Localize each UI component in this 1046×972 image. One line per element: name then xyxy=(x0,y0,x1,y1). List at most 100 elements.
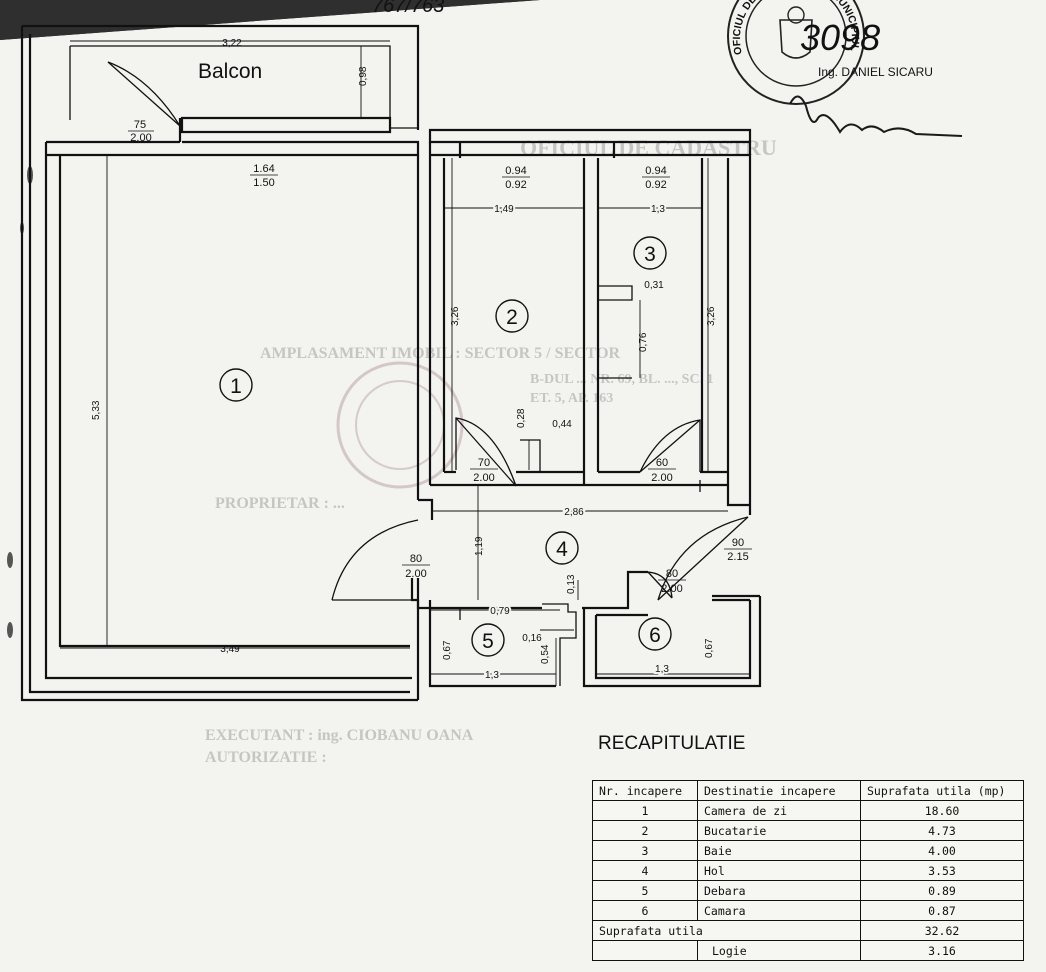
dimension-lines xyxy=(60,40,750,686)
doors xyxy=(107,61,749,601)
dim-kitchen-height: 3,26 xyxy=(450,306,461,326)
pantry-door-width: 80 xyxy=(666,568,678,580)
window-width: 1.64 xyxy=(253,163,274,175)
coat-of-arms-icon xyxy=(779,19,813,59)
room-3-marker: 3 xyxy=(633,236,667,270)
col-header-nr: Nr. incapere xyxy=(592,780,698,801)
desk-background xyxy=(0,0,540,40)
dim-pantry-height: 0,67 xyxy=(704,638,715,658)
total-label: Suprafata utila xyxy=(592,920,861,941)
loggia-row: Logie 3.16 xyxy=(592,940,1024,961)
dim-closet-step-a: 0,16 xyxy=(522,633,542,644)
cell-dest: Baie xyxy=(697,840,861,861)
room-4-marker: 4 xyxy=(545,531,579,565)
cell-dest: Camara xyxy=(697,900,861,921)
cell-nr: 3 xyxy=(592,840,698,861)
faded-line-3: B-DUL ... NR. 69, BL. ..., SC. 1 xyxy=(530,372,714,387)
faded-line-7: AUTORIZATIE : xyxy=(205,749,327,766)
dim-room1-width: 3,49 xyxy=(220,644,240,655)
balcony-door-width: 75 xyxy=(134,119,146,131)
entry-door-width: 90 xyxy=(732,537,744,549)
entry-door-height: 2.15 xyxy=(727,551,748,563)
svg-text:5: 5 xyxy=(482,630,494,653)
svg-text:6: 6 xyxy=(649,624,661,647)
kitchen-door-height: 2.00 xyxy=(473,472,494,484)
balcony-door-height: 2.00 xyxy=(130,132,151,144)
dim-kitchen-width: 1,49 xyxy=(494,204,514,215)
cell-nr: 6 xyxy=(592,900,698,921)
dim-bath-width: 1,3 xyxy=(651,204,665,215)
dim-bath-niche-a: 0,31 xyxy=(644,280,664,291)
total-row: Suprafata utila 32.62 xyxy=(592,920,1024,941)
plan-labels: Balcon 3,22 0,98 75 2.00 1.64 1.50 5,33 … xyxy=(91,38,752,683)
cell-area: 18.60 xyxy=(860,800,1024,821)
loggia-label: Logie xyxy=(697,940,861,961)
dim-pantry-width: 1,3 xyxy=(655,664,669,675)
dim-bath-height: 3,26 xyxy=(706,306,717,326)
dim-closet-step-b: 0,54 xyxy=(540,644,551,664)
dim-bath-niche-b: 0,76 xyxy=(638,332,649,352)
header-number: 767/763 xyxy=(372,0,444,17)
cell-area: 3.53 xyxy=(860,860,1024,881)
faded-line-1: OFICIUL DE CADASTRU xyxy=(520,135,777,160)
faded-print: OFICIUL DE CADASTRU AMPLASAMENT IMOBIL :… xyxy=(205,135,777,766)
cell-dest: Debara xyxy=(697,880,861,901)
walls xyxy=(20,24,762,702)
dim-closet-width: 1,3 xyxy=(485,670,499,681)
cell-nr: 1 xyxy=(592,800,698,821)
faded-line-2: AMPLASAMENT IMOBIL : SECTOR 5 / SECTOR xyxy=(260,345,621,362)
dim-closet-top: 0,79 xyxy=(490,606,510,617)
room1-door-height: 2.00 xyxy=(405,568,426,580)
loggia-value: 3.16 xyxy=(860,940,1024,961)
room1-door-width: 80 xyxy=(410,553,422,565)
table-header-row: Nr. incapere Destinatie incapere Suprafa… xyxy=(592,780,1024,801)
cell-dest: Bucatarie xyxy=(697,820,861,841)
engineer-signature xyxy=(789,95,963,137)
cell-nr: 5 xyxy=(592,880,698,901)
room-5-marker: 5 xyxy=(471,623,505,657)
dim-hall-width: 2,86 xyxy=(564,507,584,518)
window-height: 1.50 xyxy=(253,177,274,189)
cell-area: 0.87 xyxy=(860,900,1024,921)
room-1-marker: 1 xyxy=(219,368,253,402)
balcony-label: Balcon xyxy=(198,60,262,83)
kitchen-window-width: 0.94 xyxy=(505,165,526,177)
cell-area: 4.73 xyxy=(860,820,1024,841)
recap-title: RECAPITULATIE xyxy=(598,733,746,754)
kitchen-door-width: 70 xyxy=(478,457,490,469)
dim-room1-height: 5,33 xyxy=(91,400,102,420)
bath-window-height: 0.92 xyxy=(645,179,666,191)
bath-door-width: 60 xyxy=(656,457,668,469)
dim-hall-step: 0,13 xyxy=(566,574,577,594)
room-markers: 1 2 3 4 5 6 xyxy=(219,236,672,657)
faded-line-5: PROPRIETAR : ... xyxy=(215,495,345,512)
cell-dest: Camera de zi xyxy=(697,800,861,821)
kitchen-window-height: 0.92 xyxy=(505,179,526,191)
col-header-area: Suprafata utila (mp) xyxy=(860,780,1024,801)
cell-nr: 2 xyxy=(592,820,698,841)
dim-kitchen-jog-b: 0,44 xyxy=(552,419,572,430)
area-summary-table: Nr. incapere Destinatie incapere Suprafa… xyxy=(592,780,1024,961)
svg-text:4: 4 xyxy=(556,538,568,561)
dim-balcony-depth: 0,98 xyxy=(358,66,369,86)
stamp-engineer: Ing. DANIEL SICARU xyxy=(818,65,933,79)
faded-line-6: EXECUTANT : ing. CIOBANU OANA xyxy=(205,727,474,744)
dim-kitchen-jog-a: 0,28 xyxy=(516,408,527,428)
pantry-door-height: 2.00 xyxy=(661,583,682,595)
cell-area: 4.00 xyxy=(860,840,1024,861)
bath-door-height: 2.00 xyxy=(651,472,672,484)
cell-area: 0.89 xyxy=(860,880,1024,901)
col-header-dest: Destinatie incapere xyxy=(697,780,861,801)
total-value: 32.62 xyxy=(860,920,1024,941)
dim-hall-depth: 1,19 xyxy=(474,536,485,556)
cell-nr: 4 xyxy=(592,860,698,881)
svg-text:2: 2 xyxy=(506,306,518,329)
svg-text:1: 1 xyxy=(230,375,242,398)
